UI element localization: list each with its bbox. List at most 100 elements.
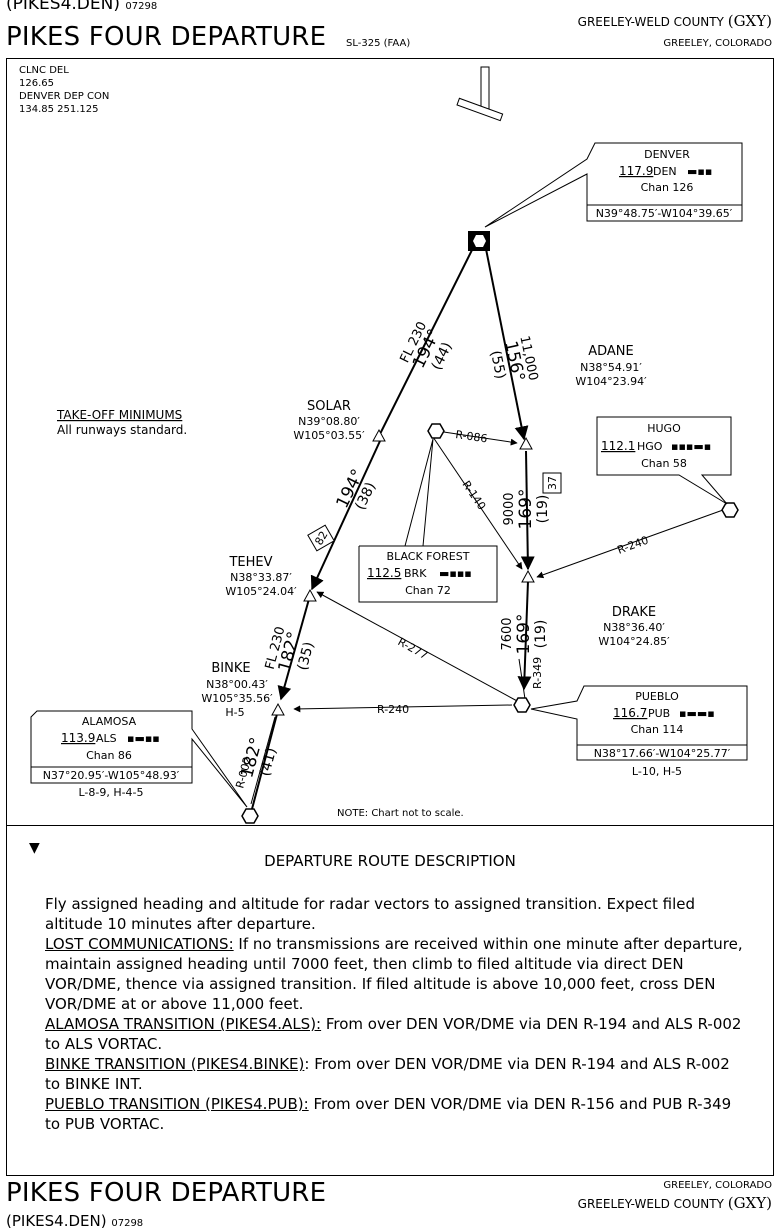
als-chan: Chan 86 — [86, 749, 132, 762]
solar-fix-icon — [372, 428, 386, 442]
takeoff-text: All runways standard. — [57, 423, 187, 437]
als-ident: ALS — [96, 732, 117, 745]
als-name: ALAMOSA — [82, 715, 137, 728]
als-charts: L-8-9, H-4-5 — [78, 786, 143, 799]
morse-icon: ▪▪▪▬▪ — [671, 440, 711, 453]
solar-lon: W105°03.55′ — [293, 429, 365, 442]
binke-charts: H-5 — [225, 706, 244, 719]
pub-coords: N38°17.66′-W104°25.77′ — [594, 747, 731, 760]
hugo-freq: 112.1 — [601, 439, 635, 453]
distance-label: (19) — [535, 495, 551, 524]
course-label: 169° — [516, 489, 536, 530]
als-vortac-icon — [241, 808, 259, 824]
radial-label: R-240 — [377, 703, 409, 716]
tehev-fix-icon — [303, 588, 317, 602]
radial-pub-277 — [316, 591, 520, 703]
binke-lat: N38°00.43′ — [206, 678, 268, 691]
mea-label: 82 — [312, 529, 330, 548]
morse-icon: ▬▪▪▪ — [439, 567, 472, 580]
route-description: ▼ DEPARTURE ROUTE DESCRIPTION Fly assign… — [6, 826, 774, 1176]
binke-name: BINKE — [211, 661, 250, 676]
route-lines — [250, 243, 724, 810]
fix-labels: SOLAR N39°08.80′ W105°03.55′ ADANE N38°5… — [201, 344, 670, 719]
brk-ident: BRK — [404, 567, 427, 580]
brk-vortac-icon — [427, 423, 445, 439]
distance-label: (55) — [487, 349, 509, 380]
radial-als-002 — [250, 716, 276, 805]
procedure-ident-top: (PIKES4.DEN) 07298 — [6, 0, 158, 14]
distance-label: (35) — [295, 640, 318, 672]
tehev-name: TEHEV — [228, 555, 272, 570]
route-adane-drake — [520, 450, 535, 571]
adane-lon: W104°23.94′ — [575, 375, 647, 388]
solar-lat: N39°08.80′ — [298, 415, 360, 428]
radial-brk-086 — [436, 430, 518, 446]
denver-chan: Chan 126 — [641, 181, 694, 194]
hugo-chan: Chan 58 — [641, 457, 687, 470]
radial-hgo-240 — [536, 509, 724, 579]
pub-freq: 116.7 — [613, 706, 647, 720]
radial-label: R-349 — [531, 657, 544, 689]
dep-con-freqs: 134.85 251.125 — [19, 104, 99, 115]
altitude-label: 9000 — [502, 492, 517, 525]
page-title: PIKES FOUR DEPARTURE — [6, 22, 327, 52]
denver-ident: DEN — [653, 165, 677, 178]
clnc-del-freq: 126.65 — [19, 78, 54, 89]
clnc-del-label: CLNC DEL — [19, 65, 69, 76]
sl-number: SL-325 (FAA) — [346, 38, 411, 49]
radial-pub-240 — [293, 704, 513, 713]
footer-ident: (PIKES4.DEN) 07298 — [6, 1212, 144, 1230]
chart-note: NOTE: Chart not to scale. — [337, 808, 464, 819]
hugo-name: HUGO — [647, 422, 681, 435]
brk-chan: Chan 72 — [405, 584, 451, 597]
pub-ident: PUB — [648, 707, 670, 720]
footer-airport: GREELEY-WELD COUNTY (GXY) — [577, 1194, 772, 1212]
route-den-solar — [379, 243, 476, 435]
denver-coords: N39°48.75′-W104°39.65′ — [596, 207, 733, 220]
route-drake-pub — [517, 580, 532, 691]
pub-charts: L-10, H-5 — [632, 765, 682, 778]
footer-title: PIKES FOUR DEPARTURE — [6, 1178, 327, 1208]
adane-fix-icon — [519, 436, 533, 450]
airport-city: GREELEY, COLORADO — [663, 38, 772, 49]
tehev-lon: W105°24.04′ — [225, 585, 297, 598]
dep-con-label: DENVER DEP CON — [19, 91, 109, 102]
solar-name: SOLAR — [307, 399, 351, 414]
binke-transition: BINKE TRANSITION (PIKES4.BINKE): From ov… — [45, 1055, 730, 1093]
brk-freq: 112.5 — [367, 566, 401, 580]
description-body: Fly assigned heading and altitude for ra… — [45, 894, 745, 1134]
plan-view: CLNC DEL 126.65 DENVER DEP CON 134.85 25… — [6, 58, 774, 826]
turbojet-icon: ▼ — [29, 840, 40, 856]
pub-transition: PUEBLO TRANSITION (PIKES4.PUB): From ove… — [45, 1095, 732, 1133]
route-solar-tehev — [310, 440, 381, 591]
als-freq: 113.9 — [61, 731, 95, 745]
airport-name: GREELEY-WELD COUNTY (GXY) — [577, 12, 772, 30]
morse-icon: ▬▪▪ — [687, 165, 712, 178]
tehev-lat: N38°33.87′ — [230, 571, 292, 584]
drake-name: DRAKE — [612, 605, 656, 620]
radial-brk-140 — [432, 436, 523, 570]
footer-city: GREELEY, COLORADO — [663, 1180, 772, 1191]
takeoff-title: TAKE-OFF MINIMUMS — [56, 408, 182, 422]
radial-label: R-277 — [396, 635, 430, 662]
als-coords: N37°20.95′-W105°48.93′ — [43, 769, 180, 782]
hugo-ident: HGO — [637, 440, 663, 453]
pub-name: PUEBLO — [635, 690, 679, 703]
binke-fix-icon — [271, 702, 285, 716]
mea-label: 37 — [546, 476, 559, 490]
hugo-navaid-box: HUGO 112.1 HGO ▪▪▪▬▪ Chan 58 — [596, 416, 732, 505]
adane-name: ADANE — [588, 344, 634, 359]
black-forest-navaid-box: BLACK FOREST 112.5 BRK ▬▪▪▪ Chan 72 — [358, 438, 498, 603]
pub-chan: Chan 114 — [631, 723, 684, 736]
route-labels: FL 230 194° (44) 194° (38) FL 230 182° (… — [233, 320, 650, 790]
description-title: DEPARTURE ROUTE DESCRIPTION — [264, 852, 516, 870]
denver-name: DENVER — [644, 148, 690, 161]
denver-navaid-box: DENVER 117.9 DEN ▬▪▪ Chan 126 N39°48.75′… — [484, 142, 743, 228]
runway-icon — [456, 66, 504, 122]
distance-label: (41) — [257, 746, 280, 778]
morse-icon: ▪▬▬▪ — [679, 707, 715, 720]
route-tehev-binke — [277, 598, 310, 701]
pub-vortac-icon — [513, 697, 531, 713]
route-binke-als — [251, 713, 278, 810]
radial-label: R-086 — [455, 428, 489, 445]
